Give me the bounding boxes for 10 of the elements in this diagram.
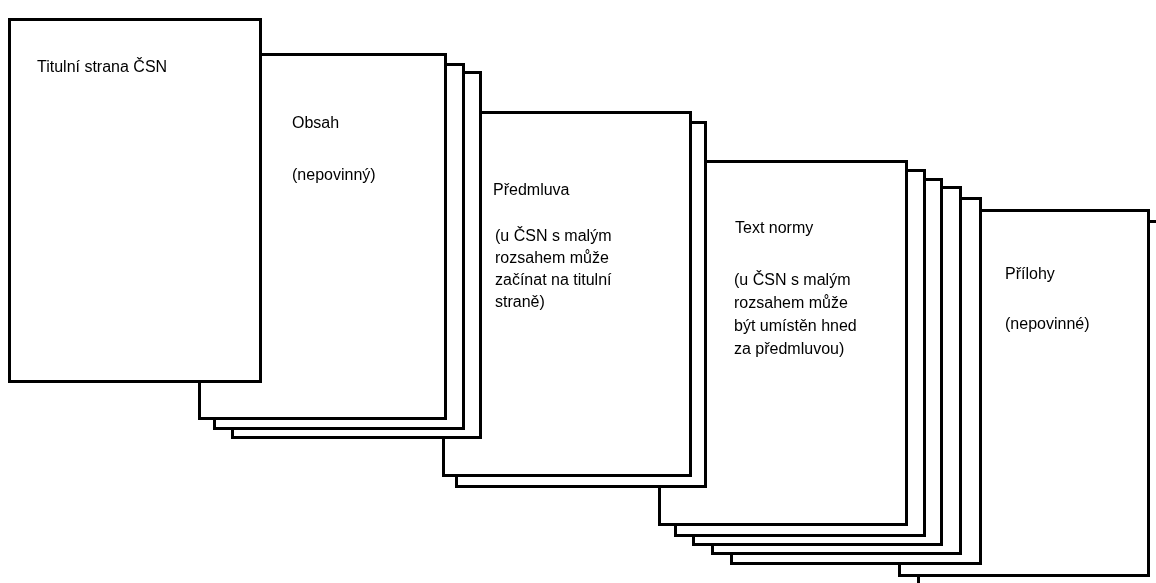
page-heading: Předmluva bbox=[493, 180, 571, 200]
page-note: (u ČSN s malým rozsahem může být umístěn hned za předmluvou) bbox=[734, 269, 858, 359]
page-heading: Text normy bbox=[735, 218, 815, 238]
page-heading: Přílohy bbox=[1005, 264, 1056, 284]
document-page bbox=[8, 18, 262, 383]
page-note: (nepovinný) bbox=[292, 165, 377, 185]
page-note: (u ČSN s malým rozsahem může začínat na titulní straně) bbox=[495, 225, 613, 312]
page-heading: Obsah bbox=[292, 113, 341, 133]
page-heading: Titulní strana ČSN bbox=[37, 57, 169, 77]
page-note: (nepovinné) bbox=[1005, 314, 1091, 334]
